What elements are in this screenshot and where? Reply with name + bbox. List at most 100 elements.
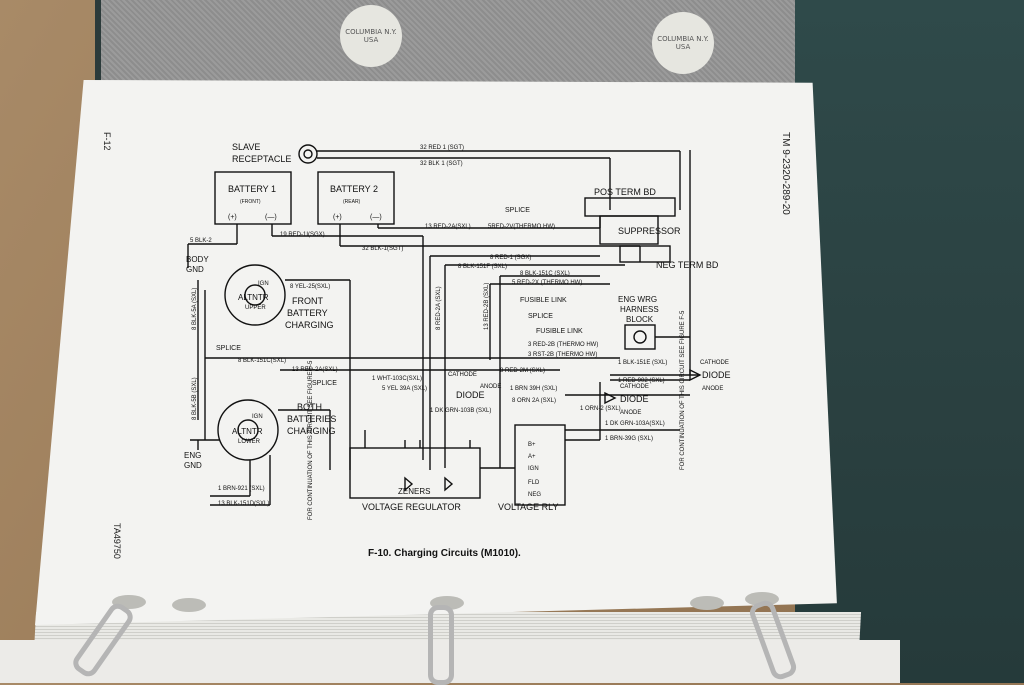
neg-label: NEG — [528, 492, 541, 498]
cathode-label-1: CATHODE — [700, 360, 729, 366]
ign-term-label: IGN — [528, 466, 539, 472]
columbia-seal-right: COLUMBIA N.Y. USA — [652, 12, 714, 74]
binder-hole — [745, 592, 779, 606]
wire-label: 8 BLK-151C(SXL) — [238, 358, 286, 364]
wire-label: 8 ORN 2A (SXL) — [512, 398, 556, 404]
wire-label: 13 RED-2A(SXL) — [292, 367, 338, 373]
splice-label-right: SPLICE — [528, 313, 553, 320]
slave-label: SLAVE — [232, 142, 260, 152]
receptacle-label: RECEPTACLE — [232, 154, 291, 164]
wire-label: 8 RED-2A (SXL) — [436, 286, 442, 330]
anode-label-2: ANODE — [620, 410, 641, 416]
battery1-minus: (—) — [265, 214, 277, 221]
battery2-minus: (—) — [370, 214, 382, 221]
wire-label: 1 BRN-921 (SXL) — [218, 486, 265, 492]
wire-label: 8 BLK-5A (SXL) — [192, 288, 198, 330]
suppressor-label: SUPPRESSOR — [618, 226, 681, 236]
wire-label: 1 BRN-39G (SXL) — [605, 436, 653, 442]
wire-label: 19 RED-1I(SGX) — [280, 232, 325, 238]
wire-label: 5RED-2V(THERMO HW) — [488, 224, 555, 230]
anode-label-1: ANODE — [702, 386, 723, 392]
anode-label-3: ANODE — [480, 384, 501, 390]
zeners-label: ZENERS — [398, 487, 430, 496]
front-charging-1: FRONT — [292, 296, 323, 306]
wire-label: 1 ORN-2 (SXL) — [580, 406, 621, 412]
wire-label: 13 RED-2A(SXL) — [425, 224, 471, 230]
diode-label-right-2: DIODE — [620, 394, 649, 404]
neg-term-bd-label: NEG TERM BD — [656, 260, 719, 270]
both-charging-2: BATTERIES — [287, 414, 336, 424]
wire-label: 1 BLK-151E (SXL) — [618, 360, 667, 366]
eng-gnd-label-2: GND — [184, 461, 202, 470]
battery1-plus: (+) — [228, 214, 237, 221]
wire-label: 5 BLK-2 — [190, 238, 212, 244]
battery2-label: BATTERY 2 — [330, 184, 378, 194]
fld-label: FLD — [528, 480, 540, 486]
battery1-sub: (FRONT) — [240, 199, 261, 205]
wire-label: 1 DK GRN-103B (SXL) — [430, 408, 491, 414]
wire-label: 1 BRN 39H (SXL) — [510, 386, 557, 392]
battery2-sub: (REAR) — [343, 199, 361, 205]
wire-label: 5 YEL 39A (SXL) — [382, 386, 427, 392]
cathode-label-3: CATHODE — [448, 372, 477, 378]
eng-harness-3: BLOCK — [626, 315, 654, 324]
body-gnd-label-1: BODY — [186, 255, 209, 264]
wire-label: 8 YEL-25(SXL) — [290, 284, 330, 290]
eng-harness-1: ENG WRG — [618, 295, 657, 304]
wire-label: 8 BLK-5B (SXL) — [192, 377, 198, 420]
fusible-link-1: FUSIBLE LINK — [520, 297, 567, 304]
fusible-link-2: FUSIBLE LINK — [536, 328, 583, 335]
altntr-upper-sub: UPPER — [245, 305, 266, 311]
wire-label: 8 RED-1 (SGX) — [490, 255, 531, 261]
wire-label: 1 WHT-103C(SXL) — [372, 376, 422, 382]
both-charging-3: CHARGING — [287, 426, 336, 436]
continuation-note-right: FOR CONTINUATION OF THIS CIRCUIT SEE FIG… — [680, 310, 686, 470]
front-charging-2: BATTERY — [287, 308, 328, 318]
wire-label: 32 BLK-1(SGT) — [362, 246, 403, 252]
altntr-upper-label: ALTNTR — [238, 293, 269, 302]
cathode-label-2: CATHODE — [620, 384, 649, 390]
wire-label: 32 RED 1 (SGT) — [420, 145, 464, 151]
wire-label: 3 RED-2B (THERMO HW) — [528, 342, 598, 348]
front-charging-3: CHARGING — [285, 320, 334, 330]
both-charging-1: BOTH — [297, 402, 322, 412]
manual-page — [35, 80, 837, 625]
splice-label-mid: SPLICE — [312, 380, 337, 387]
aplus-label: A+ — [528, 454, 536, 460]
altntr-lower-sub: LOWER — [238, 439, 261, 445]
wire-label: 3 RST-2B (THERMO HW) — [528, 352, 597, 358]
figure-caption: F-10. Charging Circuits (M1010). — [368, 548, 521, 559]
altntr-lower-label: ALTNTR — [232, 427, 263, 436]
continuation-note-left: FOR CONTINUATION OF THIS CIRCUIT SEE FIG… — [308, 360, 314, 520]
wire-label: 13 RED-2B (SXL) — [484, 283, 490, 330]
wire-label: 8 BLK-151C (SXL) — [520, 271, 570, 277]
binder-hole — [172, 598, 206, 612]
battery1-label: BATTERY 1 — [228, 184, 276, 194]
diode-label-mid: DIODE — [456, 390, 485, 400]
wire-label: 5 RED-2X (THERMO HW) — [512, 280, 582, 286]
wire-label: 8 RED-2M (SXL) — [500, 368, 545, 374]
wire-label: 1 RED-902 (SXL) — [618, 378, 665, 384]
ign-lower-label: IGN — [252, 414, 263, 420]
splice-label-top: SPLICE — [505, 207, 530, 214]
columbia-seal-left: COLUMBIA N.Y. USA — [340, 5, 402, 67]
voltage-rly-label: VOLTAGE RLY — [498, 502, 559, 512]
diode-label-right-1: DIODE — [702, 370, 731, 380]
bplus-label: B+ — [528, 442, 536, 448]
wire-label: 8 BLK-151F (SXL) — [458, 264, 507, 270]
wire-label: 1 DK GRN-103A(SXL) — [605, 421, 665, 427]
binder-hole — [112, 595, 146, 609]
binder-ring-middle — [428, 605, 454, 685]
binder-hole — [690, 596, 724, 610]
wire-label: 32 BLK 1 (SGT) — [420, 161, 463, 167]
wire-label: 13 BLK-151D(SXL) — [218, 501, 269, 507]
voltage-regulator-label: VOLTAGE REGULATOR — [362, 502, 461, 512]
battery2-plus: (+) — [333, 214, 342, 221]
eng-harness-2: HARNESS — [620, 305, 659, 314]
pos-term-bd-label: POS TERM BD — [594, 187, 656, 197]
splice-label-left: SPLICE — [216, 345, 241, 352]
ign-upper-label: IGN — [258, 281, 269, 287]
body-gnd-label-2: GND — [186, 265, 204, 274]
eng-gnd-label-1: ENG — [184, 451, 201, 460]
